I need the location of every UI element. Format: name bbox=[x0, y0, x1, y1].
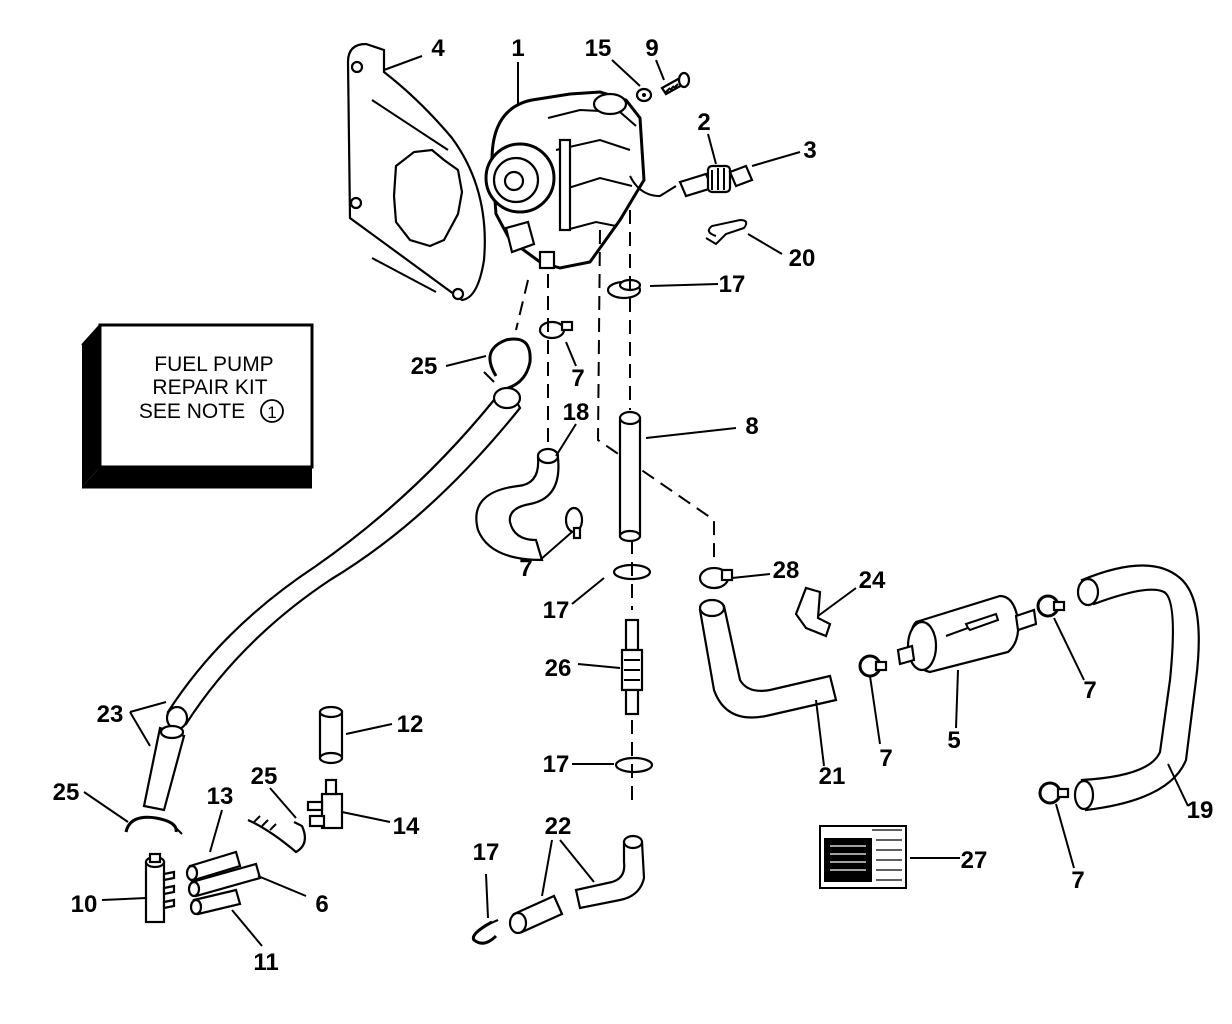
part-12-cylinder bbox=[318, 705, 344, 765]
callout-11: 11 bbox=[253, 949, 278, 976]
part-25-lower-clip bbox=[124, 815, 183, 835]
callout-21: 21 bbox=[819, 763, 846, 790]
part-23-long-hose bbox=[142, 386, 522, 812]
callout-25a: 25 bbox=[411, 353, 438, 380]
assembly-dashed-lines bbox=[515, 210, 715, 805]
clamp-28 bbox=[698, 566, 734, 590]
part-19-u-hose bbox=[1073, 564, 1200, 812]
callout-17c: 17 bbox=[543, 751, 570, 778]
part-25-strap bbox=[247, 815, 307, 854]
callout-6: 6 bbox=[315, 891, 328, 918]
clamp-7-filter-right bbox=[1036, 594, 1066, 618]
callout-4: 4 bbox=[431, 35, 445, 62]
note-circle bbox=[260, 399, 284, 423]
callout-22: 22 bbox=[545, 813, 572, 840]
callout-7b: 7 bbox=[519, 555, 532, 582]
kit-line-2: REPAIR KIT bbox=[152, 376, 267, 399]
callout-19: 19 bbox=[1187, 797, 1214, 824]
part-15-washer bbox=[635, 87, 653, 103]
repair-kit-box: FUEL PUMP REPAIR KIT SEE NOTE 1 bbox=[81, 323, 314, 489]
kit-line-1: FUEL PUMP bbox=[154, 353, 273, 376]
part-20-clip bbox=[705, 218, 748, 246]
part-26-connector bbox=[620, 618, 644, 716]
part-13-hose bbox=[185, 850, 242, 882]
part-22-hoses bbox=[508, 834, 646, 935]
part-9-screw bbox=[660, 71, 691, 96]
kit-line-3: SEE NOTE bbox=[139, 400, 245, 423]
callout-7d: 7 bbox=[1083, 677, 1096, 704]
part-1-fuel-pump bbox=[484, 90, 677, 270]
part-5-fuel-filter bbox=[896, 594, 1038, 674]
callout-14: 14 bbox=[393, 813, 420, 840]
clamp-7-upper bbox=[538, 320, 574, 340]
part-4-bracket bbox=[346, 42, 486, 302]
callout-12: 12 bbox=[397, 711, 424, 738]
part-18-elbow-hose bbox=[475, 447, 560, 562]
clamp-17-lower bbox=[614, 756, 654, 774]
callout-15: 15 bbox=[585, 35, 612, 62]
part-6-hose bbox=[187, 862, 262, 898]
clamp-17-bottom bbox=[471, 918, 499, 945]
clamp-7-filter-left bbox=[858, 654, 888, 678]
callout-17b: 17 bbox=[543, 597, 570, 624]
callout-26: 26 bbox=[545, 655, 572, 682]
callout-7a: 7 bbox=[571, 365, 584, 392]
part-3-nipple bbox=[728, 164, 754, 188]
part-14-tee bbox=[306, 778, 344, 830]
callout-18: 18 bbox=[563, 399, 590, 426]
callout-23: 23 bbox=[97, 701, 124, 728]
clamp-7-mid bbox=[564, 506, 584, 540]
clamp-17-upper bbox=[606, 278, 642, 300]
callout-24: 24 bbox=[859, 567, 886, 594]
callout-1: 1 bbox=[511, 35, 524, 62]
part-2-fitting bbox=[678, 164, 732, 198]
callout-7e: 7 bbox=[1071, 867, 1084, 894]
part-21-hose bbox=[698, 598, 838, 719]
callout-28: 28 bbox=[773, 557, 800, 584]
callout-25c: 25 bbox=[251, 763, 278, 790]
callout-5: 5 bbox=[947, 727, 960, 754]
callout-17a: 17 bbox=[719, 271, 746, 298]
part-10-manifold bbox=[144, 852, 176, 924]
part-27-decal bbox=[819, 825, 907, 889]
callout-20: 20 bbox=[789, 245, 816, 272]
note-number: 1 bbox=[267, 403, 276, 422]
clamp-7-hose19 bbox=[1038, 781, 1070, 805]
callout-13: 13 bbox=[207, 783, 234, 810]
part-8-tube bbox=[618, 410, 642, 543]
callout-numbers: 1 2 3 4 5 6 7 7 7 7 7 8 9 10 11 12 13 14… bbox=[53, 35, 1214, 976]
part-11-hose bbox=[189, 888, 242, 916]
callout-10: 10 bbox=[71, 891, 98, 918]
callout-17d: 17 bbox=[473, 839, 500, 866]
callout-3: 3 bbox=[803, 137, 816, 164]
leader-lines bbox=[83, 55, 1189, 947]
callout-27: 27 bbox=[961, 847, 988, 874]
part-24-clip bbox=[794, 586, 832, 638]
callout-7c: 7 bbox=[879, 745, 892, 772]
callout-2: 2 bbox=[697, 109, 710, 136]
callout-25b: 25 bbox=[53, 779, 80, 806]
callout-8: 8 bbox=[745, 413, 758, 440]
callout-9: 9 bbox=[645, 35, 658, 62]
part-25-upper-clip bbox=[483, 337, 532, 390]
